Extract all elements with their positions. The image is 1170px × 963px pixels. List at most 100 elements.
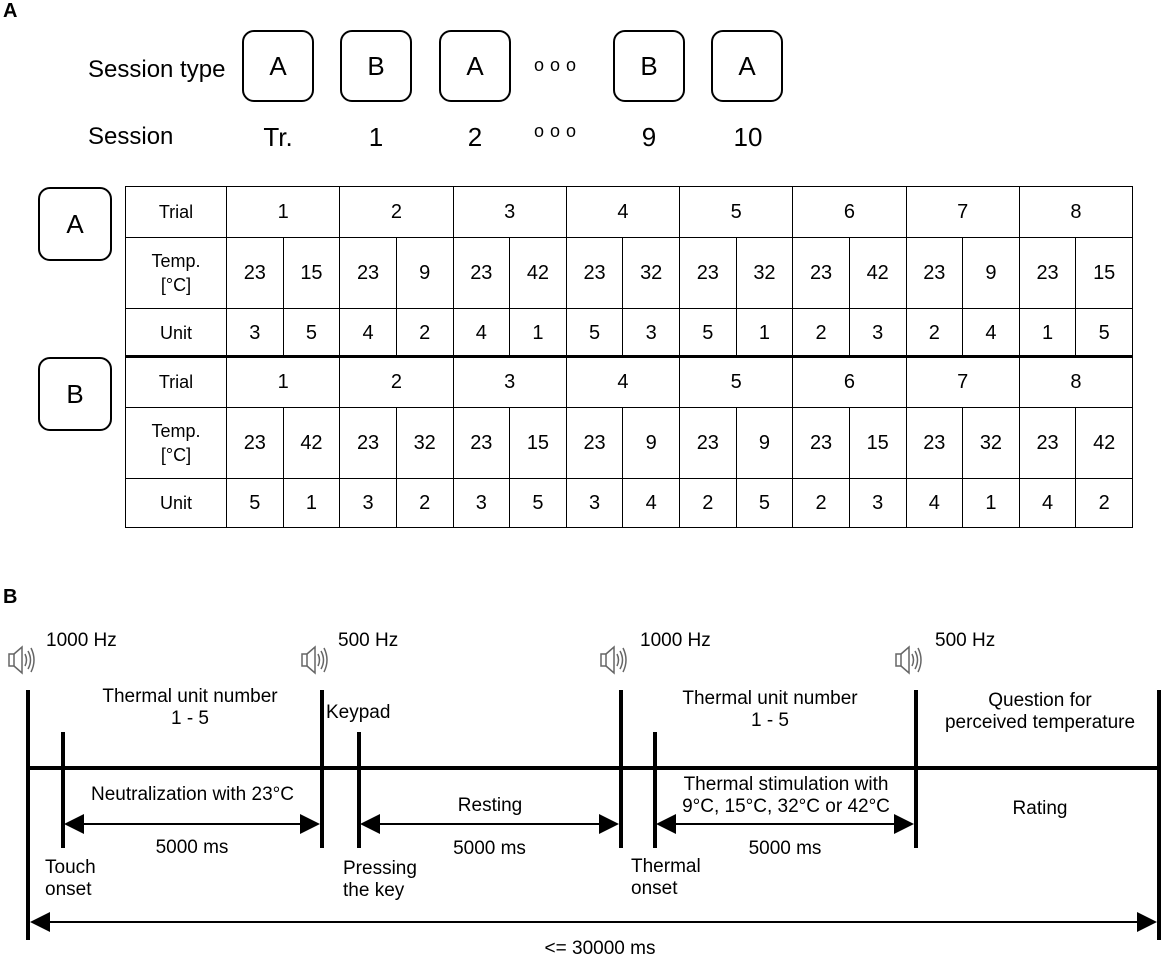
thermal-unit-line-1: Thermal unit number bbox=[102, 686, 278, 707]
question-line-2: perceived temperature bbox=[944, 712, 1136, 733]
trial-header: Trial bbox=[125, 186, 227, 238]
session-type-label: Session type bbox=[88, 56, 226, 83]
temp-cell: 15 bbox=[1075, 237, 1133, 309]
temp-cell: 23 bbox=[452, 237, 511, 309]
temp-cell: 42 bbox=[282, 407, 341, 479]
trial-cell: 5 bbox=[678, 355, 794, 408]
temp-cell: 15 bbox=[282, 237, 341, 309]
session-number-2: 1 bbox=[368, 122, 384, 152]
unit-cell: 2 bbox=[905, 308, 964, 358]
temp-cell: 9 bbox=[962, 237, 1020, 309]
unit-cell: 5 bbox=[509, 478, 567, 528]
session-number-1: Tr. bbox=[263, 122, 293, 152]
temp-cell: 9 bbox=[395, 237, 454, 309]
temp-cell: 23 bbox=[1018, 237, 1077, 309]
unit-cell: 5 bbox=[282, 308, 341, 358]
trial-cell: 6 bbox=[792, 355, 907, 408]
tone-3-label: 1000 Hz bbox=[640, 630, 711, 651]
unit-cell: 5 bbox=[565, 308, 624, 358]
unit-header: Unit bbox=[125, 308, 227, 358]
duration-2-label: 5000 ms bbox=[453, 838, 526, 859]
question-line-1: Question for bbox=[988, 690, 1092, 711]
trial-cell: 7 bbox=[905, 355, 1020, 408]
unit-cell: 1 bbox=[1018, 308, 1077, 358]
touch-line-2: onset bbox=[45, 879, 92, 900]
trial-cell: 8 bbox=[1018, 186, 1134, 238]
press-line-2: the key bbox=[343, 880, 405, 901]
temp-header-line-1: Temp. bbox=[151, 251, 201, 271]
temp-cell: 23 bbox=[905, 237, 964, 309]
temp-cell: 23 bbox=[1018, 407, 1077, 479]
session-type-box-2: B bbox=[340, 30, 412, 102]
temp-cell: 9 bbox=[735, 407, 794, 479]
tone-1-label: 1000 Hz bbox=[46, 630, 117, 651]
duration-1-label: 5000 ms bbox=[155, 837, 229, 858]
thermal-onset-line-2: onset bbox=[631, 878, 678, 899]
unit-header: Unit bbox=[125, 478, 227, 528]
temp-cell: 23 bbox=[226, 407, 284, 479]
thermal-unit-label-1: Thermal unit number 1 - 5 bbox=[70, 686, 310, 730]
stimulation-label: Thermal stimulation with 9°C, 15°C, 32°C… bbox=[660, 774, 912, 818]
temp-header: Temp. [°C] bbox=[125, 237, 227, 309]
unit-cell: 3 bbox=[622, 308, 680, 358]
speaker-icon bbox=[895, 646, 922, 674]
temp-header-line-2: [°C] bbox=[160, 275, 192, 295]
trial-cell: 8 bbox=[1018, 355, 1134, 408]
temp-cell: 42 bbox=[848, 237, 907, 309]
session-type-box-4: B bbox=[613, 30, 685, 102]
temp-cell: 23 bbox=[339, 237, 397, 309]
rating-label: Rating bbox=[1012, 798, 1068, 819]
speaker-icon bbox=[301, 646, 328, 674]
unit-cell: 5 bbox=[735, 478, 794, 528]
session-b-table: Trial 1 2 3 4 5 6 7 8 Temp.[°C] 23 42 23… bbox=[125, 355, 1134, 528]
temp-cell: 32 bbox=[622, 237, 680, 309]
temp-cell: 15 bbox=[848, 407, 907, 479]
duration-3-label: 5000 ms bbox=[748, 838, 822, 859]
tone-2-label: 500 Hz bbox=[338, 630, 399, 651]
unit-cell: 1 bbox=[509, 308, 567, 358]
trial-cell: 1 bbox=[225, 186, 341, 238]
touch-line-1: Touch bbox=[45, 857, 96, 878]
unit-cell: 5 bbox=[1075, 308, 1133, 358]
keypad-label: Keypad bbox=[326, 702, 391, 723]
trial-cell: 2 bbox=[339, 355, 454, 408]
temp-cell: 23 bbox=[565, 407, 624, 479]
unit-cell: 2 bbox=[395, 478, 454, 528]
temp-cell: 9 bbox=[622, 407, 680, 479]
unit-cell: 4 bbox=[339, 308, 397, 358]
table-a-session-box: A bbox=[38, 187, 112, 261]
temp-cell: 32 bbox=[735, 237, 794, 309]
temp-cell: 32 bbox=[395, 407, 454, 479]
unit-cell: 3 bbox=[848, 308, 907, 358]
session-type-box-5: A bbox=[711, 30, 783, 102]
session-type-dots: ooo bbox=[534, 55, 583, 75]
thermal-onset-label: Thermal onset bbox=[631, 856, 701, 900]
question-label: Question for perceived temperature bbox=[928, 690, 1152, 734]
stimulation-line-1: Thermal stimulation with bbox=[683, 774, 889, 795]
trial-cell: 7 bbox=[905, 186, 1020, 238]
unit-cell: 4 bbox=[905, 478, 964, 528]
trial-cell: 1 bbox=[225, 355, 341, 408]
thermal-onset-line-1: Thermal bbox=[631, 856, 701, 877]
resting-label: Resting bbox=[457, 795, 523, 816]
temp-cell: 42 bbox=[1075, 407, 1133, 479]
temp-cell: 23 bbox=[452, 407, 511, 479]
unit-cell: 2 bbox=[1075, 478, 1133, 528]
unit-cell: 4 bbox=[962, 308, 1020, 358]
temp-cell: 23 bbox=[679, 237, 737, 309]
trial-cell: 4 bbox=[565, 186, 681, 238]
key-press-label: Pressing the key bbox=[343, 858, 417, 902]
thermal-unit-line-2: 1 - 5 bbox=[170, 708, 210, 729]
panel-b-label: B bbox=[3, 586, 18, 608]
temp-cell: 15 bbox=[509, 407, 567, 479]
panel-a-label: A bbox=[3, 0, 18, 22]
unit-cell: 2 bbox=[395, 308, 454, 358]
thermal-unit-b-line-2: 1 - 5 bbox=[750, 710, 790, 731]
unit-cell: 1 bbox=[282, 478, 341, 528]
temp-header-line-1: Temp. bbox=[151, 421, 201, 441]
session-a-table: Trial 1 2 3 4 5 6 7 8 Temp.[°C] 23 15 23… bbox=[125, 186, 1134, 358]
trial-timeline bbox=[8, 646, 1161, 940]
trial-cell: 4 bbox=[565, 355, 681, 408]
thermal-unit-label-2: Thermal unit number 1 - 5 bbox=[650, 688, 890, 732]
session-label: Session bbox=[88, 123, 174, 150]
